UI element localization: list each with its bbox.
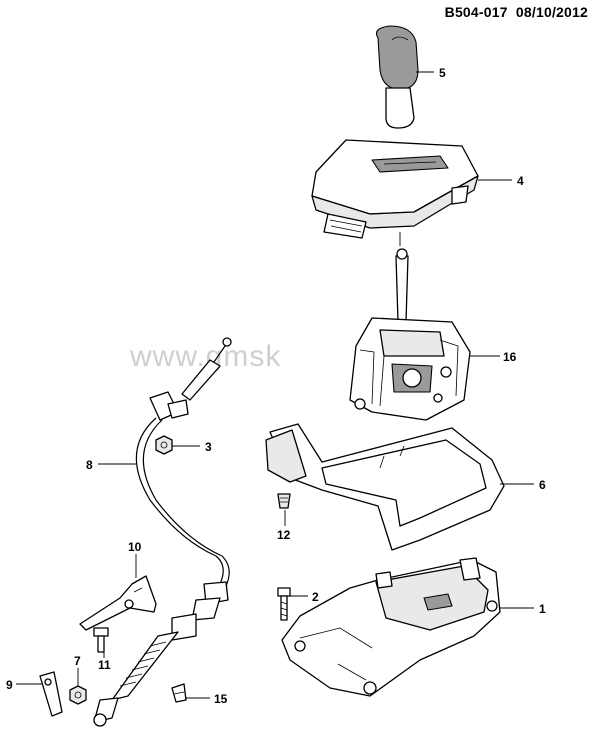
shift-knob-part (375, 25, 419, 129)
shift-console-cover-part (311, 139, 479, 246)
bolt-part-11 (93, 627, 109, 653)
callout-3: 3 (205, 440, 212, 454)
nut-part-3 (155, 435, 173, 455)
console-trim-bezel-part (265, 423, 505, 551)
callout-1: 1 (539, 602, 546, 616)
callout-8: 8 (86, 458, 93, 472)
callout-11: 11 (98, 658, 111, 672)
retaining-clip-part (171, 683, 187, 703)
callout-2: 2 (312, 590, 319, 604)
shifter-assembly-part (349, 248, 471, 421)
callout-4: 4 (517, 174, 524, 188)
callout-10: 10 (128, 540, 142, 554)
callout-6: 6 (539, 478, 546, 492)
nut-part-7 (69, 685, 87, 705)
callout-15: 15 (214, 692, 228, 706)
diagram-header: B504-017 08/10/2012 (445, 4, 588, 20)
cable-bracket-part (79, 575, 157, 631)
diagram-code: B504-017 (444, 4, 508, 20)
shifter-base-part (281, 557, 501, 697)
callout-9: 9 (6, 678, 13, 692)
callout-16: 16 (503, 350, 517, 364)
callout-labels: 5 4 16 3 8 6 12 10 2 1 7 11 9 15 (6, 66, 546, 706)
clip-part-12 (277, 493, 291, 509)
cable-end-lever-part (39, 671, 63, 717)
bolt-part-2 (277, 587, 291, 621)
callout-12: 12 (277, 528, 291, 542)
callout-5: 5 (439, 66, 446, 80)
diagram-date: 08/10/2012 (515, 4, 588, 20)
shift-cable-part (93, 337, 232, 727)
leader-lines (16, 71, 534, 699)
callout-7: 7 (74, 654, 81, 668)
